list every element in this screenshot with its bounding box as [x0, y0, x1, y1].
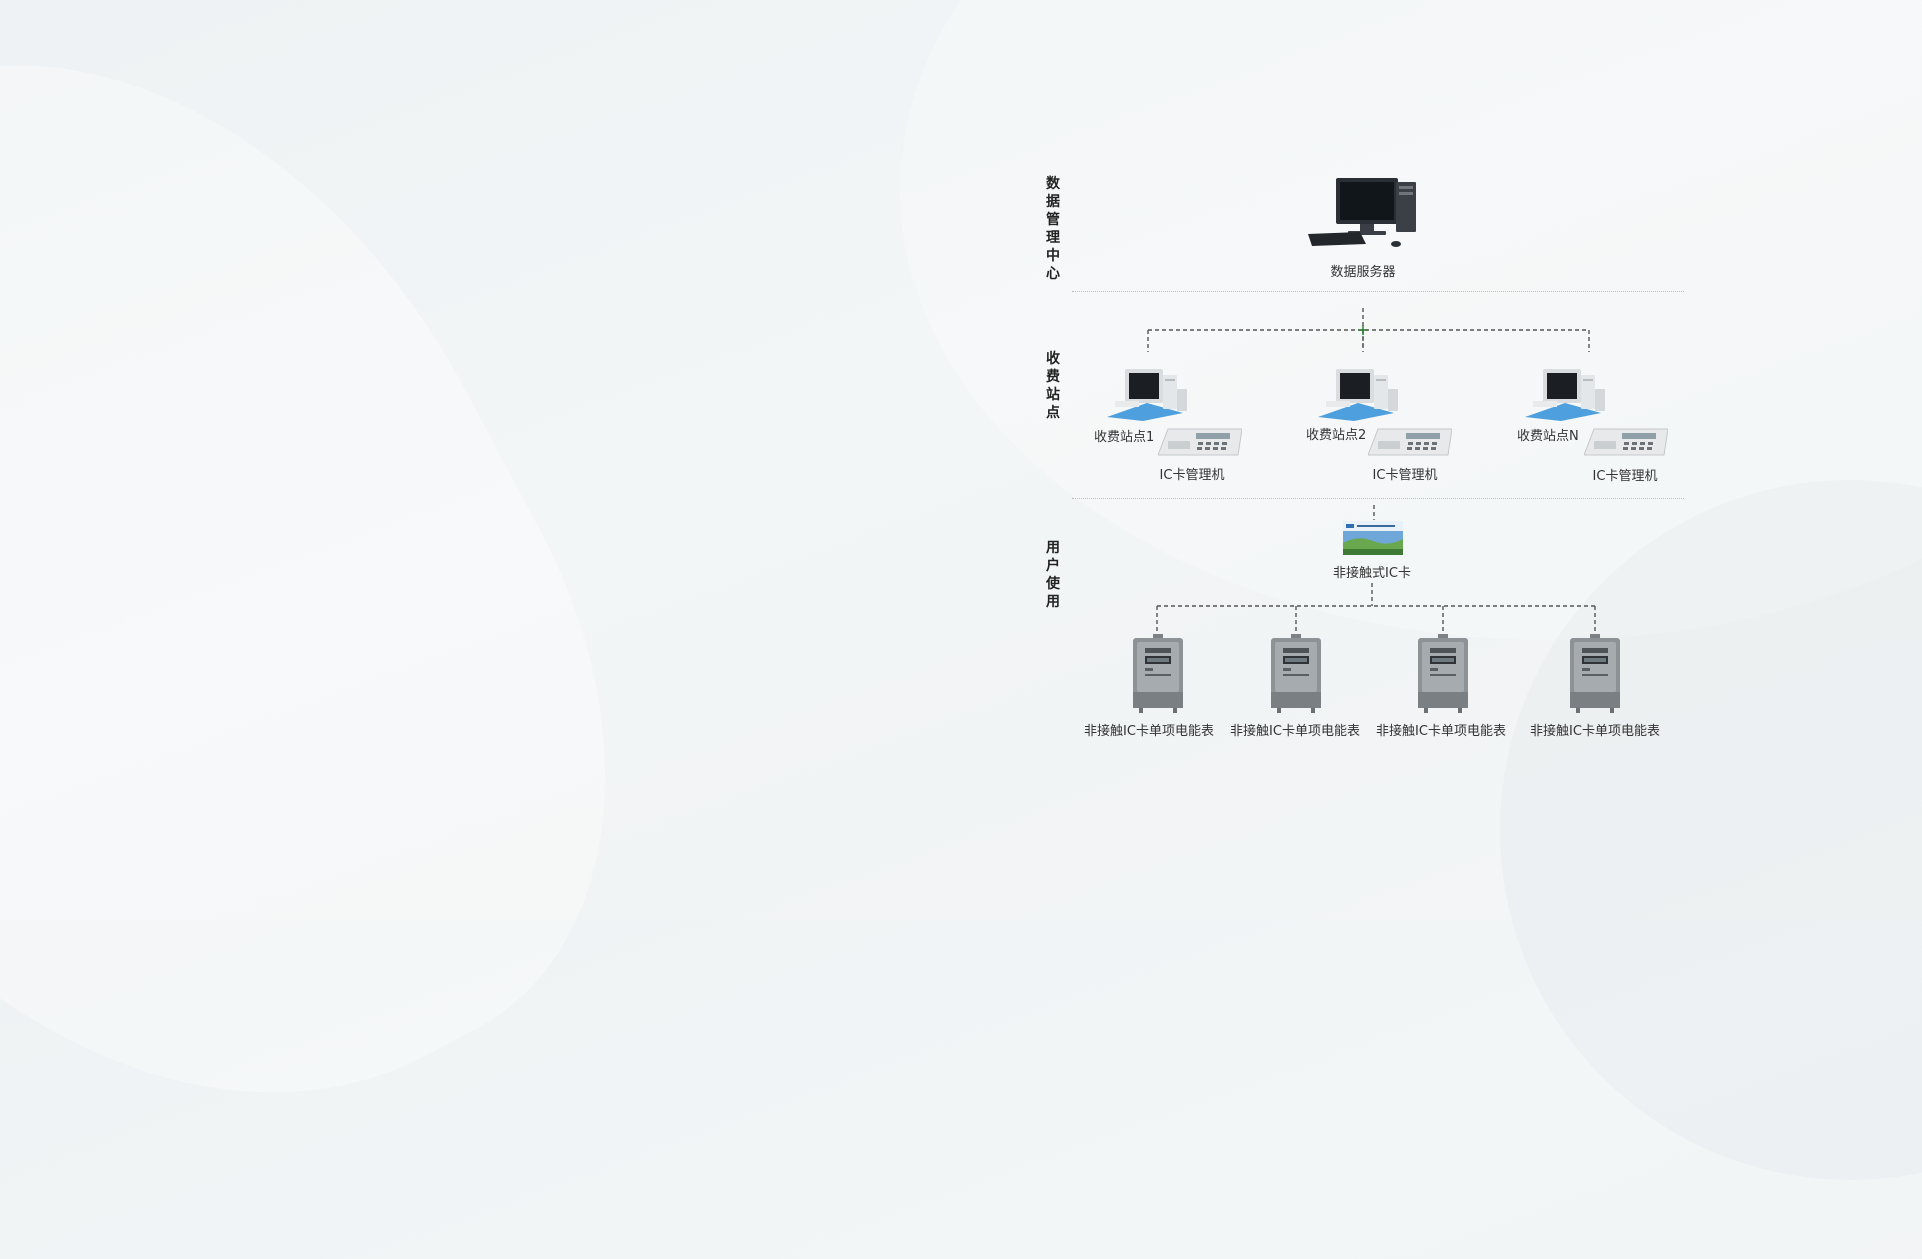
electric-meter-icon: [1271, 634, 1321, 713]
card-manager-label-1: IC卡管理机: [1159, 468, 1225, 483]
lane-title-data-center: 数据管理中心: [1046, 176, 1060, 282]
lane-title-users: 用户使用: [1046, 540, 1060, 610]
station-label-2: 收费站点2: [1306, 428, 1367, 443]
server-computer-icon: [1308, 178, 1416, 247]
meter-label-3: 非接触IC卡单项电能表: [1376, 724, 1506, 739]
station-computer-icon: [1107, 369, 1187, 421]
station-computer-icon: [1318, 369, 1398, 421]
electric-meter-icon: [1418, 634, 1468, 713]
electric-meter-icon: [1133, 634, 1183, 713]
connector-lines: [1147, 308, 1596, 632]
station-computer-icon: [1525, 369, 1605, 421]
electric-meter-icon: [1570, 634, 1620, 713]
lane-divider: [1072, 291, 1684, 292]
lane-divider: [1072, 498, 1684, 499]
station-label-1: 收费站点1: [1094, 430, 1155, 445]
meter-label-1: 非接触IC卡单项电能表: [1084, 724, 1214, 739]
card-manager-label-n: IC卡管理机: [1592, 469, 1658, 484]
ic-card-terminal-icon: [1368, 428, 1452, 456]
ic-card-label: 非接触式IC卡: [1333, 566, 1411, 581]
system-architecture-diagram: 数据管理中心 收费站点 用户使用: [1046, 176, 1684, 739]
ic-card-icon: [1343, 521, 1403, 555]
meter-label-4: 非接触IC卡单项电能表: [1530, 724, 1660, 739]
lane-title-stations: 收费站点: [1046, 351, 1060, 421]
meter-label-2: 非接触IC卡单项电能表: [1230, 724, 1360, 739]
ic-card-terminal-icon: [1158, 428, 1242, 456]
server-label: 数据服务器: [1330, 265, 1396, 280]
ic-card-terminal-icon: [1584, 428, 1668, 456]
card-manager-label-2: IC卡管理机: [1372, 468, 1438, 483]
station-label-n: 收费站点N: [1517, 429, 1579, 444]
